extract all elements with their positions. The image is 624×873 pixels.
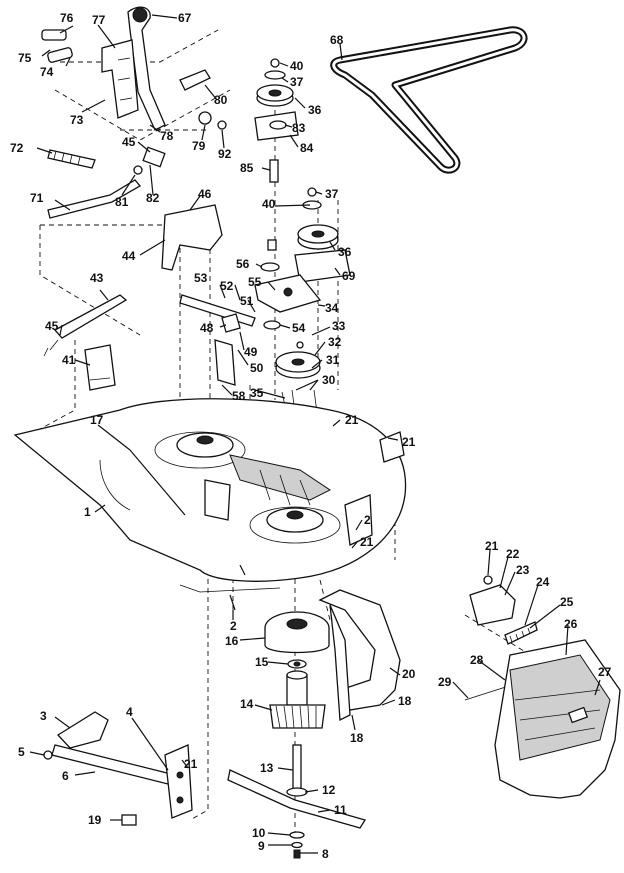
label-82: 82 bbox=[146, 191, 160, 205]
label-75: 75 bbox=[18, 51, 32, 65]
label-9: 9 bbox=[258, 839, 265, 853]
label-31: 31 bbox=[326, 353, 340, 367]
label-49: 49 bbox=[244, 345, 258, 359]
label-37-upper: 37 bbox=[290, 75, 304, 89]
label-92: 92 bbox=[218, 147, 232, 161]
label-34: 34 bbox=[325, 301, 339, 315]
label-27: 27 bbox=[598, 665, 612, 679]
label-76: 76 bbox=[60, 11, 74, 25]
label-21-bracket: 21 bbox=[184, 757, 198, 771]
label-50: 50 bbox=[250, 361, 264, 375]
mower-deck bbox=[13, 398, 407, 611]
label-19: 19 bbox=[88, 813, 102, 827]
label-17: 17 bbox=[90, 413, 104, 427]
label-29: 29 bbox=[438, 675, 452, 689]
label-40-upper: 40 bbox=[290, 59, 304, 73]
label-71: 71 bbox=[30, 191, 44, 205]
label-24: 24 bbox=[536, 575, 550, 589]
label-35: 35 bbox=[250, 386, 264, 400]
label-18-right: 18 bbox=[398, 694, 412, 708]
part-number-labels: 76 77 67 75 74 73 80 78 79 92 72 45 81 8… bbox=[10, 11, 612, 861]
height-adjust-lever-assembly bbox=[41, 6, 227, 219]
label-18-lower: 18 bbox=[350, 731, 364, 745]
label-85: 85 bbox=[240, 161, 254, 175]
label-37-lower: 37 bbox=[325, 187, 339, 201]
label-3: 3 bbox=[40, 709, 47, 723]
label-1: 1 bbox=[84, 505, 91, 519]
label-48: 48 bbox=[200, 321, 214, 335]
label-36-upper: 36 bbox=[308, 103, 322, 117]
label-14: 14 bbox=[240, 697, 254, 711]
drive-belt bbox=[330, 26, 528, 174]
label-21-deck-top: 21 bbox=[345, 413, 359, 427]
label-11: 11 bbox=[334, 803, 347, 817]
label-32: 32 bbox=[328, 335, 342, 349]
label-6: 6 bbox=[62, 769, 69, 783]
label-30: 30 bbox=[322, 373, 336, 387]
label-23: 23 bbox=[516, 563, 530, 577]
label-84: 84 bbox=[300, 141, 314, 155]
label-15: 15 bbox=[255, 655, 269, 669]
label-5: 5 bbox=[18, 745, 25, 759]
label-55: 55 bbox=[248, 275, 262, 289]
label-51: 51 bbox=[240, 294, 254, 308]
label-16: 16 bbox=[225, 634, 239, 648]
label-44: 44 bbox=[122, 249, 136, 263]
label-26: 26 bbox=[564, 617, 578, 631]
label-56: 56 bbox=[236, 257, 250, 271]
label-68: 68 bbox=[330, 33, 344, 47]
label-54: 54 bbox=[292, 321, 306, 335]
label-21-chute: 21 bbox=[485, 539, 499, 553]
center-bracket-assembly bbox=[179, 187, 351, 421]
label-83: 83 bbox=[292, 121, 306, 135]
label-4: 4 bbox=[126, 705, 133, 719]
left-linkage-parts bbox=[43, 204, 223, 391]
label-43: 43 bbox=[90, 271, 104, 285]
label-20: 20 bbox=[402, 667, 416, 681]
label-21-deck-lower: 21 bbox=[360, 535, 374, 549]
label-67: 67 bbox=[178, 11, 192, 25]
label-45-lower: 45 bbox=[45, 319, 59, 333]
label-74: 74 bbox=[40, 65, 54, 79]
label-8: 8 bbox=[322, 847, 329, 861]
label-52: 52 bbox=[220, 279, 234, 293]
label-28: 28 bbox=[470, 653, 484, 667]
label-10: 10 bbox=[252, 826, 266, 840]
label-22: 22 bbox=[506, 547, 520, 561]
label-78: 78 bbox=[160, 129, 174, 143]
label-21-deck-right: 21 bbox=[402, 435, 416, 449]
label-36-lower: 36 bbox=[338, 245, 352, 259]
label-77: 77 bbox=[92, 13, 106, 27]
belt-guard bbox=[318, 589, 401, 722]
label-80: 80 bbox=[214, 93, 228, 107]
label-41: 41 bbox=[62, 353, 76, 367]
label-12: 12 bbox=[322, 783, 336, 797]
label-46: 46 bbox=[198, 187, 212, 201]
bottom-left-brackets bbox=[43, 711, 193, 826]
upper-idler-pulley-stack bbox=[254, 58, 299, 183]
label-73: 73 bbox=[70, 113, 84, 127]
leader-lines bbox=[29, 14, 601, 854]
label-13: 13 bbox=[260, 761, 274, 775]
label-2-right: 2 bbox=[364, 513, 371, 527]
label-45-upper: 45 bbox=[122, 135, 136, 149]
label-72: 72 bbox=[10, 141, 24, 155]
label-79: 79 bbox=[192, 139, 206, 153]
label-69: 69 bbox=[342, 269, 356, 283]
label-53: 53 bbox=[194, 271, 208, 285]
label-33: 33 bbox=[332, 319, 346, 333]
label-25: 25 bbox=[560, 595, 574, 609]
label-2-lower: 2 bbox=[230, 619, 237, 633]
label-58: 58 bbox=[232, 389, 246, 403]
discharge-chute-assembly bbox=[464, 575, 621, 799]
label-40-lower: 40 bbox=[262, 197, 276, 211]
label-81: 81 bbox=[115, 195, 129, 209]
